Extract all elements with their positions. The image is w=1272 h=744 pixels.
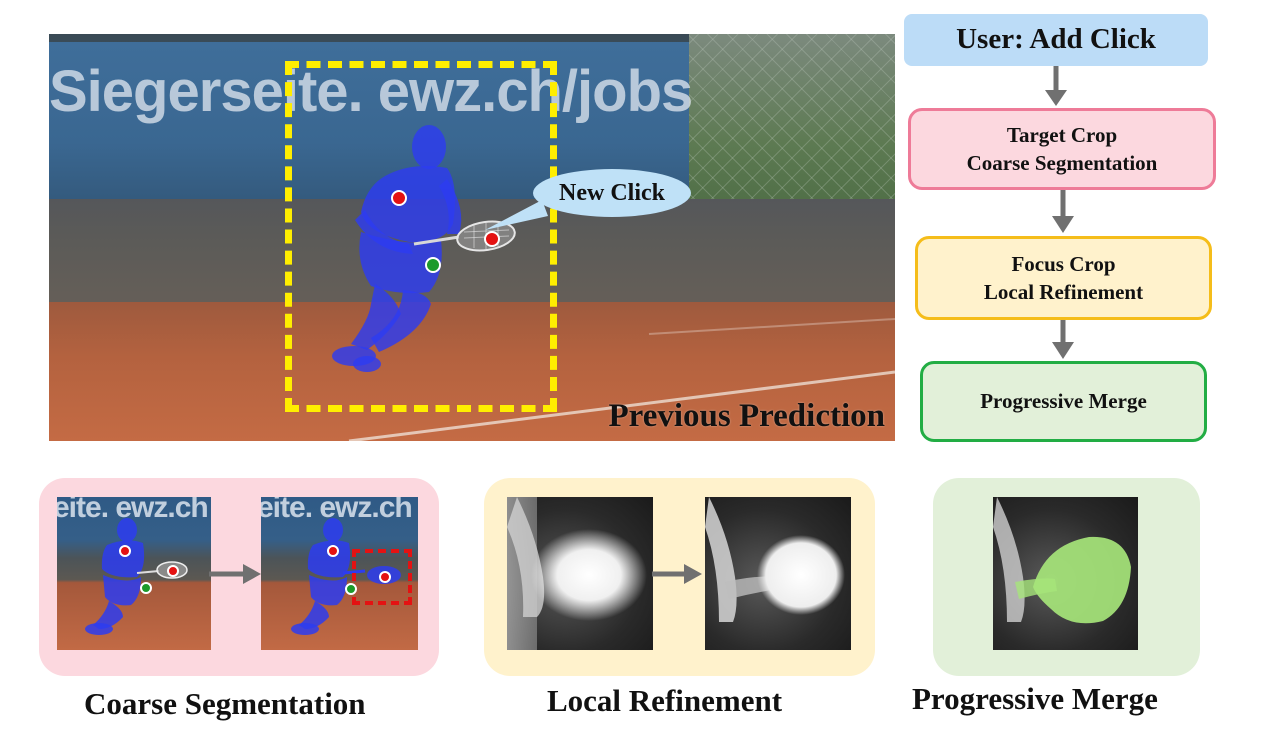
arrow-target-to-focus bbox=[1052, 190, 1074, 233]
new-click-callout: New Click bbox=[533, 169, 691, 217]
thumb-player-mask bbox=[85, 518, 188, 635]
focus-crop-input-map bbox=[507, 497, 653, 650]
arrow-coarse bbox=[209, 564, 261, 584]
merged-mask-overlay bbox=[993, 497, 1131, 624]
target-crop-box bbox=[285, 61, 557, 412]
coarse-input-thumbnail: eite. ewz.ch bbox=[57, 497, 211, 650]
progressive-merge-caption: Progressive Merge bbox=[912, 681, 1158, 716]
user-add-click-label: User: Add Click bbox=[956, 23, 1156, 56]
coarse-output-thumbnail: eite. ewz.ch bbox=[261, 497, 418, 650]
court-wall bbox=[49, 199, 895, 309]
positive-click-marker bbox=[391, 190, 407, 206]
merged-result-thumbnail bbox=[993, 497, 1138, 650]
court-lines bbox=[348, 318, 895, 441]
thumb2-new-positive-click bbox=[379, 571, 391, 583]
previous-prediction-caption: Previous Prediction bbox=[608, 398, 885, 434]
thumb-player-mask-2 bbox=[291, 518, 401, 635]
previous-prediction-image: Siegerseite. ewz.ch/jobs bbox=[49, 34, 895, 441]
coarse-segmentation-caption: Coarse Segmentation bbox=[84, 686, 366, 721]
target-crop-box-node: Target Crop Coarse Segmentation bbox=[908, 108, 1216, 190]
thumb-banner-text: eite. ewz.ch bbox=[57, 497, 209, 524]
coarse-segmentation-label: Coarse Segmentation bbox=[966, 151, 1158, 175]
coarse-probability-map bbox=[507, 497, 647, 650]
refined-map-shape bbox=[705, 497, 845, 622]
thumb-positive-click bbox=[119, 545, 131, 557]
arrow-focus-to-merge bbox=[1052, 320, 1074, 359]
thumb2-negative-click bbox=[345, 583, 357, 595]
thumb-new-positive-click bbox=[167, 565, 179, 577]
progressive-merge-box-node: Progressive Merge bbox=[920, 361, 1207, 442]
callout-tail bbox=[485, 200, 548, 230]
focus-crop-label: Focus Crop bbox=[1011, 251, 1116, 276]
thumb-negative-click bbox=[140, 582, 152, 594]
banner-text: Siegerseite. ewz.ch/jobs bbox=[49, 59, 693, 124]
arrow-local bbox=[652, 564, 702, 584]
target-crop-label: Target Crop bbox=[1006, 122, 1118, 147]
progressive-merge-label: Progressive Merge bbox=[980, 389, 1147, 414]
negative-click-marker bbox=[425, 257, 441, 273]
user-add-click-box: User: Add Click bbox=[904, 14, 1208, 66]
local-refinement-caption: Local Refinement bbox=[547, 683, 783, 718]
new-positive-click-marker bbox=[484, 231, 500, 247]
clay-court bbox=[49, 302, 895, 441]
thumb2-positive-click bbox=[327, 545, 339, 557]
arrow-user-to-target bbox=[1045, 66, 1067, 106]
focus-crop-box-node: Focus Crop Local Refinement bbox=[915, 236, 1212, 320]
focus-crop-box bbox=[352, 549, 412, 605]
local-refinement-label: Local Refinement bbox=[983, 280, 1144, 304]
refined-probability-map bbox=[705, 497, 851, 650]
